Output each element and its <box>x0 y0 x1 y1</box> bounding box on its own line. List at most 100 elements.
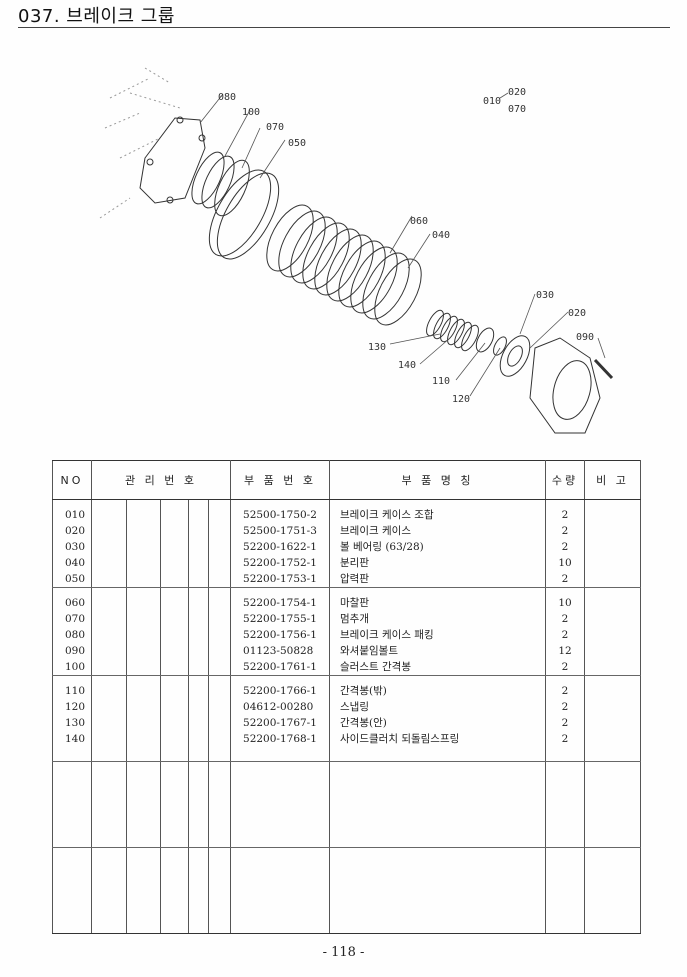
cell-mgmt <box>160 847 189 934</box>
cell-name <box>329 761 547 848</box>
header-quantity: 수량 <box>545 460 586 500</box>
table-cell-qty: 2 <box>561 717 569 729</box>
table-cell-part: 52200-1752-1 <box>243 557 317 569</box>
clutch-disc-stack <box>266 204 422 326</box>
exploded-view-diagram: 010 020 070 080 100 070 050 060 040 030 … <box>99 67 614 434</box>
table-cell-part: 52200-1622-1 <box>243 541 317 553</box>
table-cell-name: 멈추개 <box>340 613 369 625</box>
callout-070: 070 <box>266 122 284 133</box>
table-cell-name: 마찰판 <box>340 597 369 609</box>
cell-note <box>584 761 642 848</box>
callout-030: 030 <box>536 290 554 301</box>
table-cell-part: 52500-1751-3 <box>243 525 317 537</box>
table-cell-part: 52200-1767-1 <box>243 717 317 729</box>
table-cell-no: 020 <box>65 525 86 537</box>
table-cell-no: 010 <box>65 509 86 521</box>
table-cell-name: 분리판 <box>340 557 369 569</box>
table-cell-no: 120 <box>65 701 86 713</box>
cell-mgmt <box>188 761 209 848</box>
callout-140: 140 <box>398 360 416 371</box>
table-cell-no: 030 <box>65 541 86 553</box>
callout-100: 100 <box>242 107 260 118</box>
table-row-group <box>52 761 642 848</box>
retainer-rings <box>191 151 250 217</box>
table-cell-no: 050 <box>65 573 86 585</box>
table-cell-qty: 2 <box>561 541 569 553</box>
table-cell-no: 060 <box>65 597 86 609</box>
cell-mgmt <box>207 761 232 848</box>
table-cell-qty: 2 <box>561 573 569 585</box>
callout-020: 020 <box>568 308 586 319</box>
callout-060: 060 <box>410 216 428 227</box>
cell-mgmt <box>207 847 232 934</box>
cell-mgmt <box>126 587 161 676</box>
table-cell-qty: 2 <box>561 685 569 697</box>
hidden-detail-lines <box>99 67 181 219</box>
table-cell-part: 04612-00280 <box>243 701 314 713</box>
table-cell-no: 110 <box>65 685 86 697</box>
cell-mgmt <box>91 675 127 762</box>
header-remarks: 비 고 <box>584 460 642 500</box>
callout-080: 080 <box>218 92 236 103</box>
table-cell-no: 140 <box>65 733 86 745</box>
cell-no <box>52 761 92 848</box>
cell-mgmt <box>160 675 189 762</box>
table-cell-name: 브레이크 케이스 <box>340 525 411 537</box>
callout-050: 050 <box>288 138 306 149</box>
callout-leaders <box>199 92 606 397</box>
table-cell-qty: 2 <box>561 661 569 673</box>
table-cell-name: 브레이크 케이스 조합 <box>340 509 434 521</box>
cell-note <box>584 675 642 762</box>
cell-mgmt <box>91 499 127 588</box>
cell-mgmt <box>207 499 232 588</box>
callout-010: 010 <box>483 96 501 107</box>
cell-no <box>52 847 92 934</box>
cell-mgmt <box>126 499 161 588</box>
cell-mgmt <box>188 587 209 676</box>
table-header-row: NO 관 리 번 호 부 품 번 호 부 품 명 칭 수량 비 고 <box>52 460 642 500</box>
return-spring <box>426 309 479 352</box>
table-cell-name: 스냅링 <box>340 701 369 713</box>
cell-part <box>230 847 331 934</box>
table-cell-qty: 10 <box>558 557 572 569</box>
brake-case-part <box>529 337 601 434</box>
table-cell-part: 52200-1766-1 <box>243 685 317 697</box>
table-cell-no: 130 <box>65 717 86 729</box>
cell-qty <box>545 847 586 934</box>
cell-mgmt <box>91 587 127 676</box>
table-cell-no: 100 <box>65 661 86 673</box>
case-packing-part <box>139 116 206 204</box>
page-number: - 118 - <box>322 945 365 960</box>
title-divider <box>18 27 670 28</box>
header-part-name: 부 품 명 칭 <box>329 460 547 500</box>
pressure-plate-part <box>208 169 280 260</box>
cell-mgmt <box>188 499 209 588</box>
callout-labels: 010 020 070 080 100 070 050 060 040 030 … <box>218 87 594 405</box>
callout-020-top: 020 <box>508 87 526 98</box>
table-row-group: 110 120 130 140 52200-1766-1 04612-00280 52200… <box>52 675 642 762</box>
table-cell-qty: 2 <box>561 733 569 745</box>
cell-no: 110 120 130 140 <box>52 675 92 762</box>
table-cell-name: 압력판 <box>340 573 369 585</box>
cell-part <box>230 761 331 848</box>
header-part-number: 부 품 번 호 <box>230 460 331 500</box>
table-cell-name: 간격봉(밖) <box>340 685 387 697</box>
cell-mgmt <box>91 847 127 934</box>
table-cell-part: 52200-1755-1 <box>243 613 317 625</box>
cell-name <box>329 847 547 934</box>
table-cell-no: 080 <box>65 629 86 641</box>
table-cell-part: 52200-1754-1 <box>243 597 317 609</box>
cell-mgmt <box>188 847 209 934</box>
cell-mgmt <box>160 587 189 676</box>
parts-table: NO 관 리 번 호 부 품 번 호 부 품 명 칭 수량 비 고 010 020… <box>52 460 642 934</box>
table-cell-no: 090 <box>65 645 86 657</box>
table-cell-name: 브레이크 케이스 패킹 <box>340 629 434 641</box>
